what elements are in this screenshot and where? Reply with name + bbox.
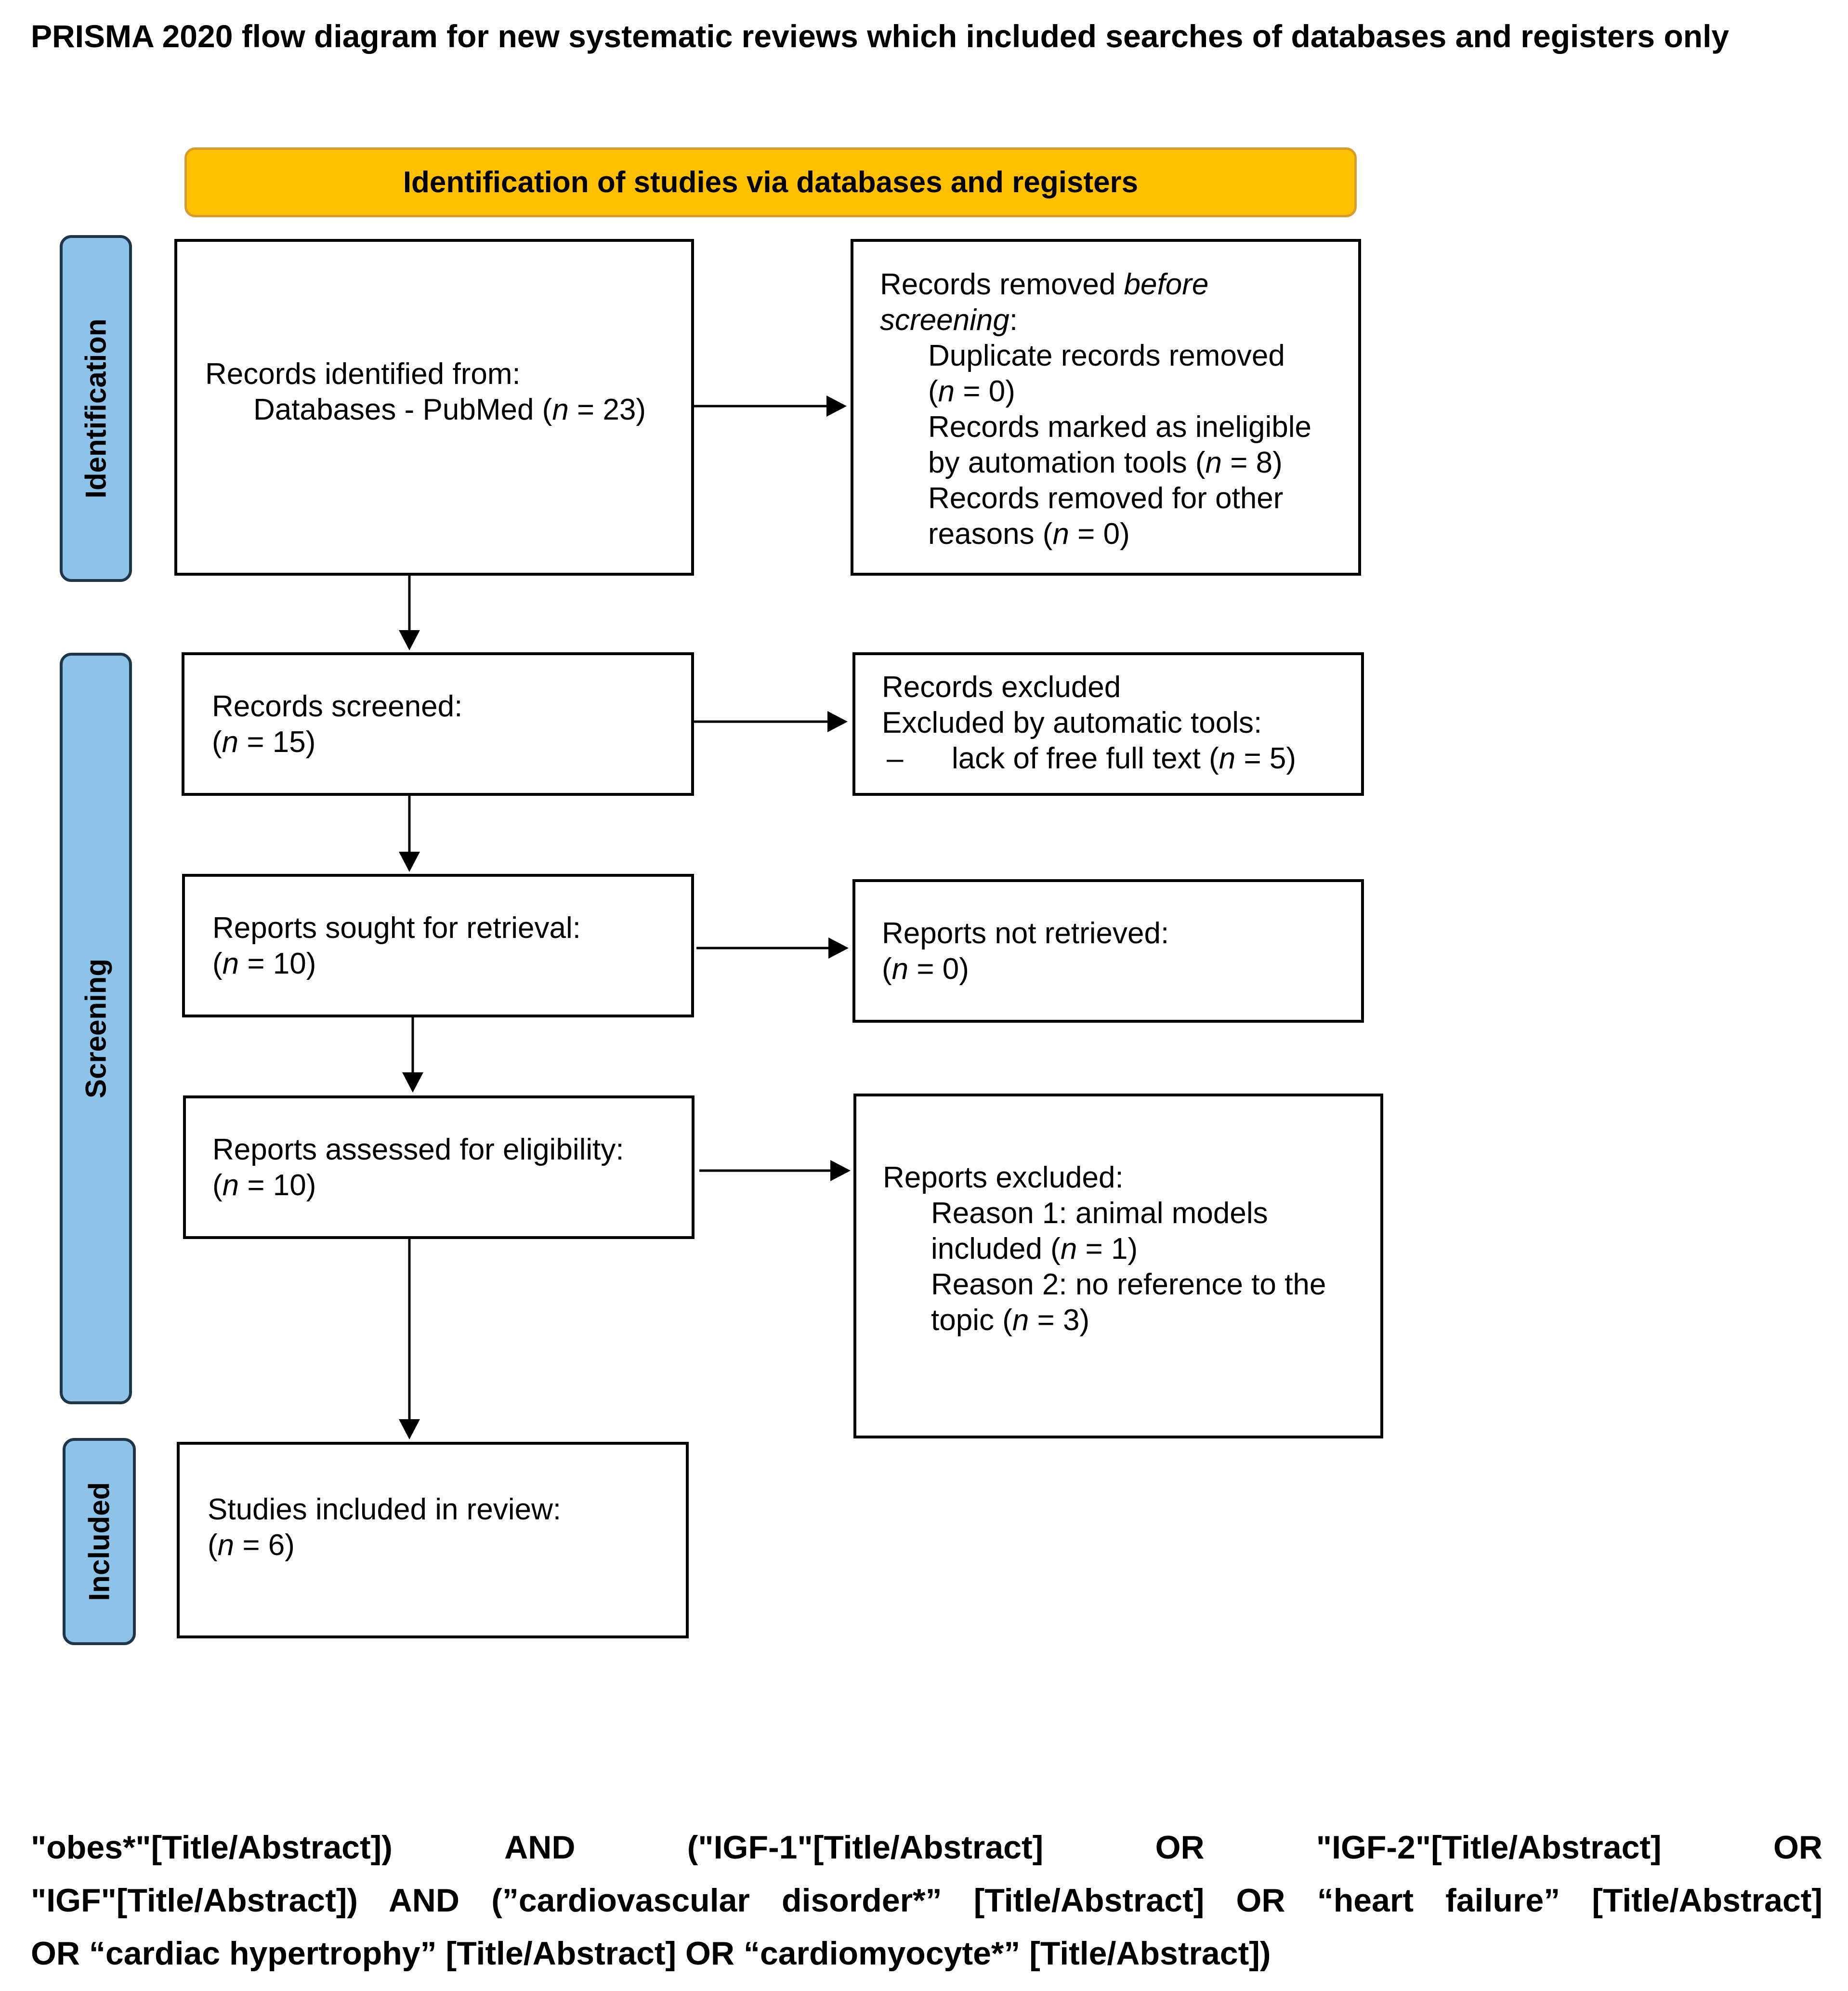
reports-assessed-heading: Reports assessed for eligibility: — [212, 1133, 624, 1166]
reports-sought-box: Reports sought for retrieval: (n = 10) — [182, 874, 694, 1017]
query-operator: AND — [504, 1829, 576, 1866]
query-term: ("IGF-1"[Title/Abstract] — [687, 1829, 1044, 1866]
arrowhead-sought-to-not-retrieved — [828, 937, 849, 959]
phase-included: Included — [63, 1438, 136, 1645]
reports-excluded-heading: Reports excluded: — [883, 1161, 1124, 1194]
page-title: PRISMA 2020 flow diagram for new systema… — [31, 18, 1730, 54]
reports-excluded-box: Reports excluded: Reason 1: animal model… — [853, 1094, 1383, 1438]
arrowhead-screened-to-sought — [399, 852, 420, 872]
reports-not-retrieved-heading: Reports not retrieved: — [882, 917, 1169, 950]
query-term: "obes*"[Title/Abstract]) — [31, 1829, 393, 1866]
arrowhead-assessed-to-excluded — [830, 1160, 851, 1181]
reports-assessed-count: (n = 10) — [212, 1169, 316, 1202]
removed-other-reasons: Records removed for other — [928, 482, 1284, 515]
query-term: "IGF-2"[Title/Abstract] — [1316, 1829, 1662, 1866]
records-identified-count: Databases - PubMed (n = 23) — [253, 393, 646, 426]
exclusion-reason-2: Reason 2: no reference to the — [931, 1268, 1326, 1301]
reports-not-retrieved-box: Reports not retrieved: (n = 0) — [852, 879, 1364, 1023]
records-removed-box: Records removed before screening: Duplic… — [851, 239, 1361, 576]
exclusion-reason-1-count: included (n = 1) — [931, 1232, 1138, 1266]
ineligible-automation-count: by automation tools (n = 8) — [928, 446, 1283, 479]
reports-sought-count: (n = 10) — [212, 947, 316, 980]
exclusion-reason-1: Reason 1: animal models — [931, 1197, 1268, 1230]
duplicates-removed-count: (n = 0) — [928, 375, 1015, 408]
phase-screening: Screening — [60, 653, 132, 1404]
arrowhead-identified-to-removed — [826, 396, 847, 417]
excluded-automatic-tools: Excluded by automatic tools: — [882, 706, 1262, 739]
excluded-no-free-full-text: –lack of free full text (n = 5) — [887, 742, 1297, 775]
records-screened-box: Records screened: (n = 15) — [182, 652, 694, 796]
records-removed-heading-2: screening: — [880, 303, 1018, 337]
records-excluded-box: Records excluded Excluded by automatic t… — [852, 652, 1364, 796]
arrowhead-sought-to-assessed — [402, 1072, 423, 1093]
exclusion-reason-2-count: topic (n = 3) — [931, 1304, 1090, 1337]
ineligible-automation: Records marked as ineligible — [928, 410, 1312, 444]
identification-banner: Identification of studies via databases … — [184, 147, 1357, 217]
records-excluded-heading: Records excluded — [882, 671, 1121, 704]
records-removed-heading: Records removed before — [880, 268, 1209, 301]
arrowhead-assessed-to-included — [399, 1419, 420, 1439]
studies-included-box: Studies included in review: (n = 6) — [177, 1442, 689, 1638]
search-query: "obes*"[Title/Abstract]) AND ("IGF-1"[Ti… — [31, 1821, 1822, 1980]
records-screened-count: (n = 15) — [212, 725, 316, 759]
query-operator: OR — [1773, 1829, 1822, 1866]
removed-other-reasons-count: reasons (n = 0) — [928, 517, 1130, 551]
search-query-line-2: "IGF"[Title/Abstract]) AND (”cardiovascu… — [31, 1882, 1822, 1919]
duplicates-removed: Duplicate records removed — [928, 339, 1285, 372]
reports-not-retrieved-count: (n = 0) — [882, 952, 969, 986]
studies-included-count: (n = 6) — [208, 1529, 295, 1562]
records-identified-box: Records identified from: Databases - Pub… — [174, 239, 694, 576]
search-query-line-1: "obes*"[Title/Abstract]) AND ("IGF-1"[Ti… — [31, 1821, 1822, 1874]
search-query-line-3: OR “cardiac hypertrophy” [Title/Abstract… — [31, 1935, 1271, 1972]
records-screened-heading: Records screened: — [212, 690, 463, 723]
banner-label: Identification of studies via databases … — [403, 166, 1139, 199]
records-identified-heading: Records identified from: — [205, 357, 521, 391]
arrowhead-screened-to-excluded — [827, 711, 848, 732]
arrowhead-identified-to-screened — [399, 630, 420, 650]
reports-assessed-box: Reports assessed for eligibility: (n = 1… — [183, 1095, 695, 1239]
query-operator: OR — [1155, 1829, 1205, 1866]
studies-included-heading: Studies included in review: — [208, 1493, 562, 1526]
reports-sought-heading: Reports sought for retrieval: — [212, 911, 581, 945]
phase-identification: Identification — [60, 235, 132, 582]
